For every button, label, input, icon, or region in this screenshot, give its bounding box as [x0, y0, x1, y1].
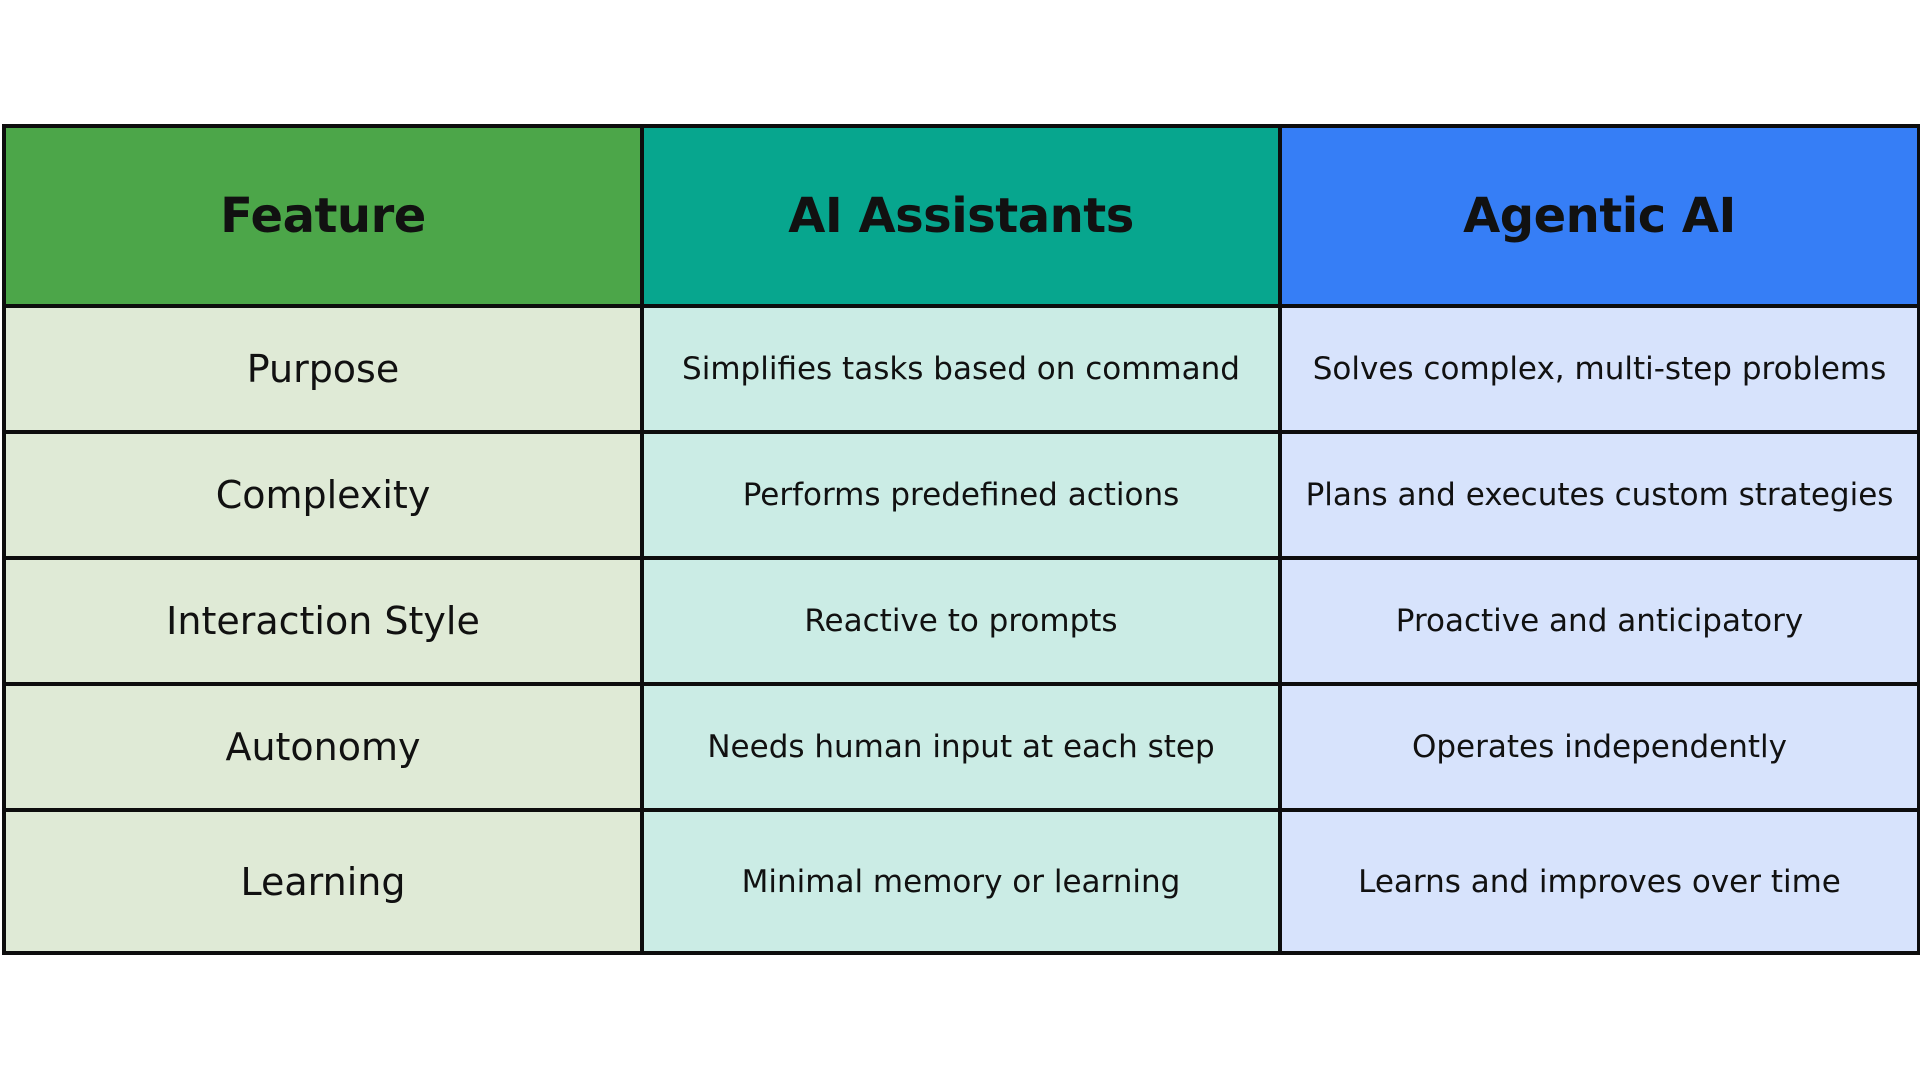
table-row: Purpose Simplifies tasks based on comman…	[2, 304, 1920, 434]
header-row: Feature AI Assistants Agentic AI	[2, 124, 1920, 308]
feature-cell: Interaction Style	[2, 556, 644, 686]
header-ai-assistants: AI Assistants	[640, 124, 1282, 308]
table-row: Complexity Performs predefined actions P…	[2, 430, 1920, 560]
header-feature: Feature	[2, 124, 644, 308]
table-row: Learning Minimal memory or learning Lear…	[2, 808, 1920, 955]
feature-cell: Purpose	[2, 304, 644, 434]
agentic-cell: Learns and improves over time	[1278, 808, 1920, 955]
assistants-cell: Minimal memory or learning	[640, 808, 1282, 955]
assistants-cell: Performs predefined actions	[640, 430, 1282, 560]
agentic-cell: Plans and executes custom strategies	[1278, 430, 1920, 560]
table-body: Purpose Simplifies tasks based on comman…	[2, 304, 1920, 955]
feature-cell: Learning	[2, 808, 644, 955]
assistants-cell: Reactive to prompts	[640, 556, 1282, 686]
agentic-cell: Proactive and anticipatory	[1278, 556, 1920, 686]
header-agentic-ai: Agentic AI	[1278, 124, 1920, 308]
feature-cell: Complexity	[2, 430, 644, 560]
assistants-cell: Simplifies tasks based on command	[640, 304, 1282, 434]
table-row: Interaction Style Reactive to prompts Pr…	[2, 556, 1920, 686]
feature-cell: Autonomy	[2, 682, 644, 812]
assistants-cell: Needs human input at each step	[640, 682, 1282, 812]
agentic-cell: Operates independently	[1278, 682, 1920, 812]
table-header: Feature AI Assistants Agentic AI	[2, 124, 1920, 308]
table-row: Autonomy Needs human input at each step …	[2, 682, 1920, 812]
agentic-cell: Solves complex, multi-step problems	[1278, 304, 1920, 434]
comparison-table: Feature AI Assistants Agentic AI Purpose…	[2, 124, 1920, 955]
